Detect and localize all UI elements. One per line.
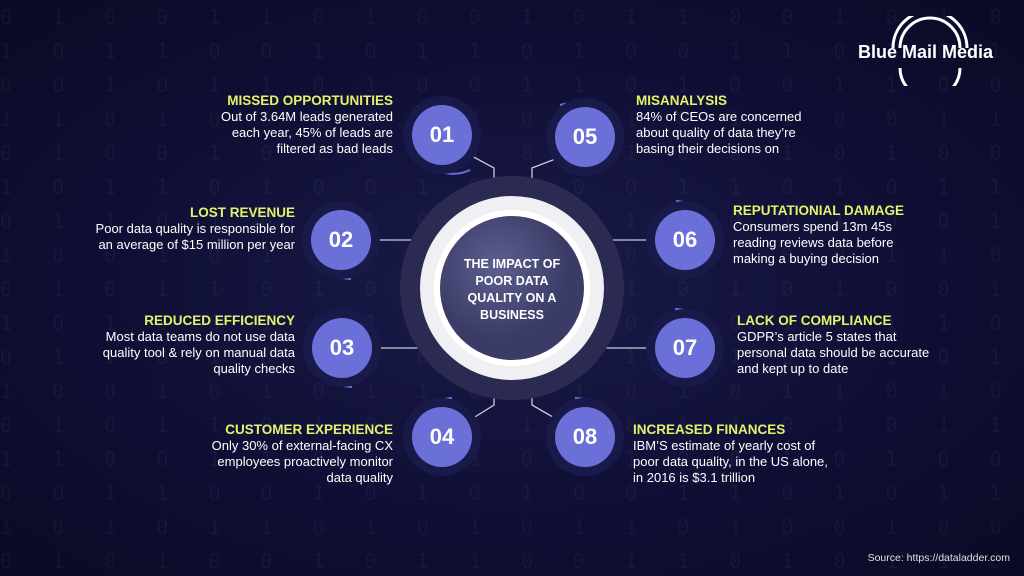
item-text: 84% of CEOs are concerned about quality …: [636, 109, 802, 156]
item-title: INCREASED FINANCES: [633, 422, 786, 437]
item-title: LACK OF COMPLIANCE: [737, 313, 892, 328]
item-text: Out of 3.64M leads generated each year, …: [220, 109, 393, 156]
item-text: IBM’S estimate of yearly cost of poor da…: [633, 438, 828, 485]
brand-logo: Blue Mail Media: [858, 42, 994, 62]
item-text: Most data teams do not use data quality …: [102, 329, 295, 376]
item-title: REPUTATIONIAL DAMAGE: [733, 203, 904, 218]
item-title: MISANALYSIS: [636, 93, 728, 108]
number-badge-07: 07: [655, 318, 715, 378]
number-badge-02: 02: [311, 210, 371, 270]
number-badge-03: 03: [312, 318, 372, 378]
item-title: LOST REVENUE: [189, 205, 295, 220]
number-badge-08: 08: [555, 407, 615, 467]
source-credit: Source: https://dataladder.com: [867, 552, 1010, 564]
center-title: THE IMPACT OF POOR DATA QUALITY ON A BUS…: [463, 257, 561, 322]
center-circle: [440, 216, 584, 360]
item-title: REDUCED EFFICIENCY: [144, 313, 295, 328]
item-text: Poor data quality is responsible for an …: [95, 221, 295, 252]
item-text: Consumers spend 13m 45s reading reviews …: [733, 219, 894, 266]
item-text: Only 30% of external-facing CX employees…: [211, 438, 393, 485]
number-badge-05: 05: [555, 107, 615, 167]
item-title: CUSTOMER EXPERIENCE: [225, 422, 393, 437]
logo-rings-icon: [891, 16, 969, 86]
number-badge-01: 01: [412, 105, 472, 165]
number-badge-04: 04: [412, 407, 472, 467]
item-title: MISSED OPPORTUNITIES: [227, 93, 393, 108]
item-text: GDPR’s article 5 states that personal da…: [737, 329, 930, 376]
number-badge-06: 06: [655, 210, 715, 270]
